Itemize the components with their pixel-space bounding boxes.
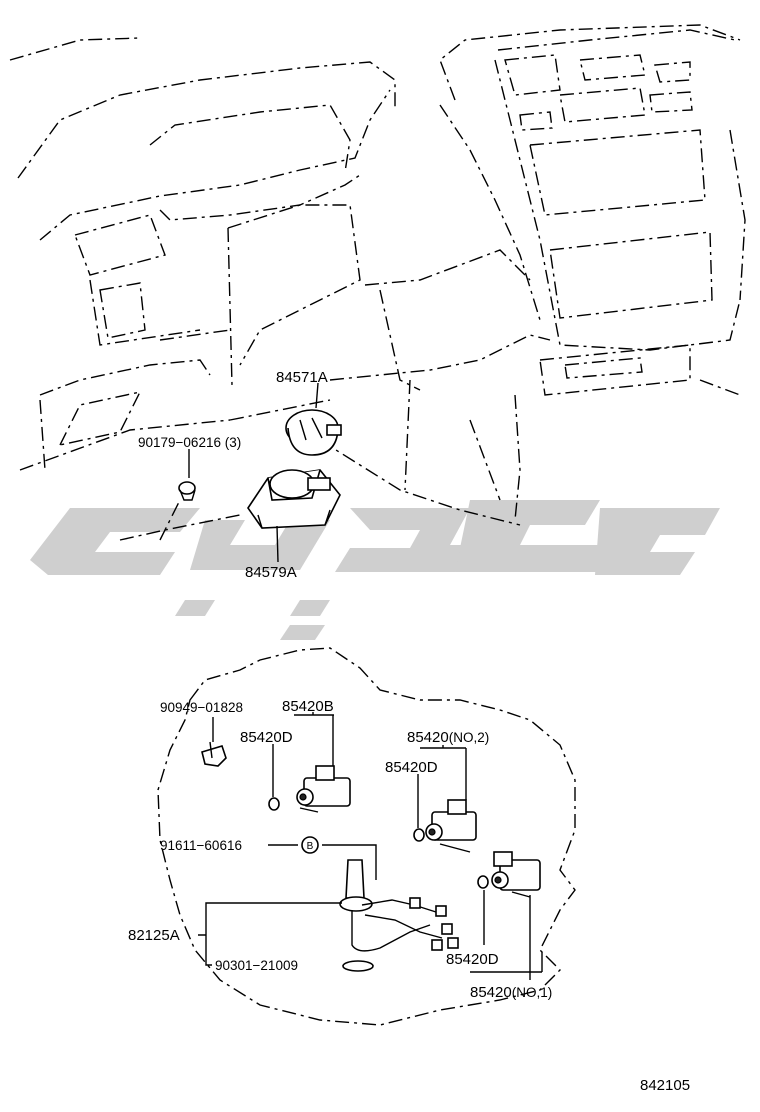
- leader-85420-no1: [483, 890, 531, 980]
- leader-85420B: [272, 712, 334, 797]
- label-85420D-b: 85420D: [385, 759, 438, 776]
- label-85420D-a: 85420D: [240, 729, 293, 746]
- label-85420B: 85420B: [282, 698, 334, 715]
- o-ring-85420D-c: [477, 875, 489, 889]
- blower-resistor-bracket-84579A: [247, 469, 341, 529]
- blower-resistor-cap-84571A: [285, 409, 342, 456]
- o-ring-85420D-a: [268, 797, 280, 811]
- transmission-outline: [157, 647, 576, 1026]
- solenoid-85420-no2: [425, 799, 477, 853]
- label-85420-no2-number: 85420: [407, 729, 449, 746]
- leader-84579A: [276, 525, 279, 563]
- label-85420-no1-number: 85420: [470, 984, 512, 1001]
- label-90179: 90179−06216 (3): [138, 435, 241, 450]
- leader-82125A: [198, 902, 342, 966]
- watermark-logo: [30, 500, 720, 640]
- label-82125A: 82125A: [128, 927, 180, 944]
- label-90301: 90301−21009: [215, 958, 298, 973]
- callout-b-letter: B: [307, 841, 314, 852]
- solenoid-85420B: [296, 765, 351, 813]
- label-85420-no1-suffix: (NO,1): [512, 985, 553, 1000]
- label-85420-no2: 85420(NO,2): [407, 729, 489, 746]
- figure-code: 842105: [640, 1077, 690, 1094]
- label-84579A: 84579A: [245, 564, 297, 581]
- clip-90949: [201, 741, 227, 767]
- callout-b-circle: [301, 836, 319, 854]
- leader-91611: [268, 844, 377, 880]
- leader-85420D-c: [470, 952, 543, 973]
- label-85420-no1: 85420(NO,1): [470, 984, 552, 1001]
- label-90949: 90949−01828: [160, 700, 243, 715]
- sensor-wiring-82125A: [339, 859, 459, 952]
- label-85420-no2-suffix: (NO,2): [449, 730, 490, 745]
- solenoid-85420-no1: [491, 851, 541, 898]
- dashboard-outline: [9, 24, 746, 541]
- label-91611: 91611−60616: [160, 838, 242, 853]
- leader-84571A: [315, 382, 319, 409]
- label-85420D-c: 85420D: [446, 951, 499, 968]
- leader-85420-no2: [417, 745, 467, 828]
- label-84571A: 84571A: [276, 369, 328, 386]
- o-ring-90301: [342, 960, 374, 972]
- screw-90179: [178, 481, 196, 501]
- o-ring-85420D-b: [413, 828, 425, 842]
